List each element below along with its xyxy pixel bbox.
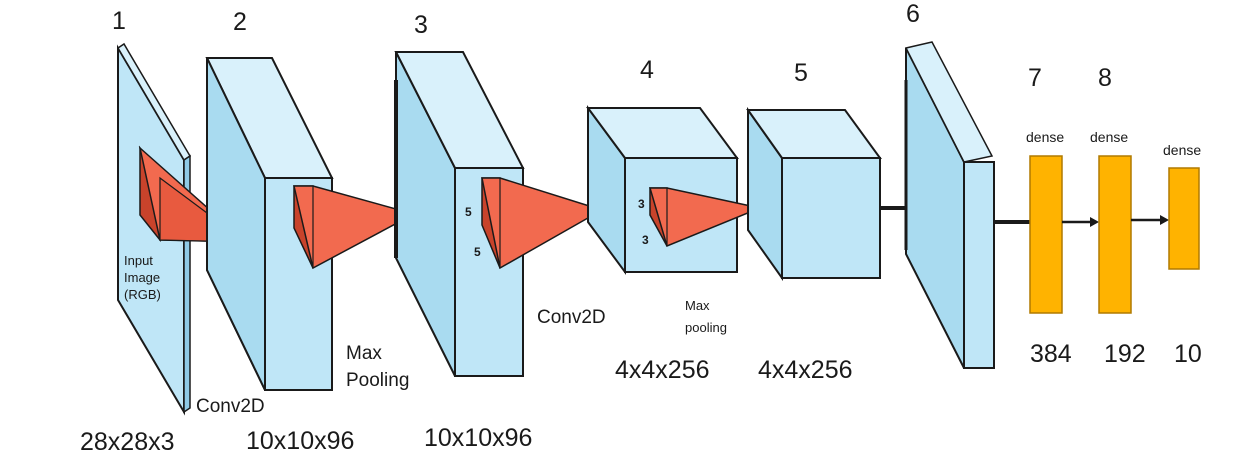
layer-4-dims: 4x4x256 (615, 356, 710, 384)
dense-7-units: 384 (1030, 340, 1072, 368)
dense-7-label: dense (1026, 129, 1064, 145)
kernel-size-3b: 3 (642, 233, 649, 247)
layer-2-dims: 10x10x96 (246, 427, 354, 455)
layer-2-number: 2 (233, 8, 247, 36)
arrow-7-8-head (1090, 217, 1099, 227)
dense-layer-8 (1098, 155, 1132, 314)
layer-1-dims: 28x28x3 (80, 428, 175, 456)
op-conv2d-2: Conv2D (537, 307, 606, 328)
op-conv2d-1: Conv2D (196, 396, 265, 417)
kernel-3 (481, 177, 604, 270)
dense-9-units: 10 (1174, 340, 1202, 368)
layer-5-dims: 4x4x256 (758, 356, 853, 384)
layer-5-volume (746, 106, 882, 282)
layer-6-volume (904, 41, 995, 369)
layer-5-number: 5 (794, 59, 808, 87)
kernel-size-5a: 5 (465, 205, 472, 219)
kernel-size-5b: 5 (474, 245, 481, 259)
kernel-size-3a: 3 (638, 197, 645, 211)
dense-8-label: dense (1090, 129, 1128, 145)
layer-3-dims: 10x10x96 (424, 424, 532, 452)
op-maxpool-2-line1: Max (685, 298, 710, 313)
dense-8-units: 192 (1104, 340, 1146, 368)
layer-7-number: 7 (1028, 64, 1042, 92)
arrow-8-9-head (1160, 215, 1169, 225)
layer-8-number: 8 (1098, 64, 1112, 92)
op-maxpool-1-line1: Max (346, 343, 382, 364)
layer-1-number: 1 (112, 7, 126, 35)
dense-layer-9 (1168, 167, 1200, 270)
op-maxpool-2-line2: pooling (685, 320, 727, 335)
input-label-line3: (RGB) (124, 287, 161, 302)
dense-9-label: dense (1163, 142, 1201, 158)
op-maxpool-1-line2: Pooling (346, 370, 409, 391)
input-label-line2: Image (124, 270, 160, 285)
kernel-4 (648, 187, 763, 248)
input-label-line1: Input (124, 253, 153, 268)
layer-6-number: 6 (906, 0, 920, 28)
dense-layer-7 (1029, 155, 1063, 314)
layer-3-number: 3 (414, 11, 428, 39)
layer-4-number: 4 (640, 56, 654, 84)
